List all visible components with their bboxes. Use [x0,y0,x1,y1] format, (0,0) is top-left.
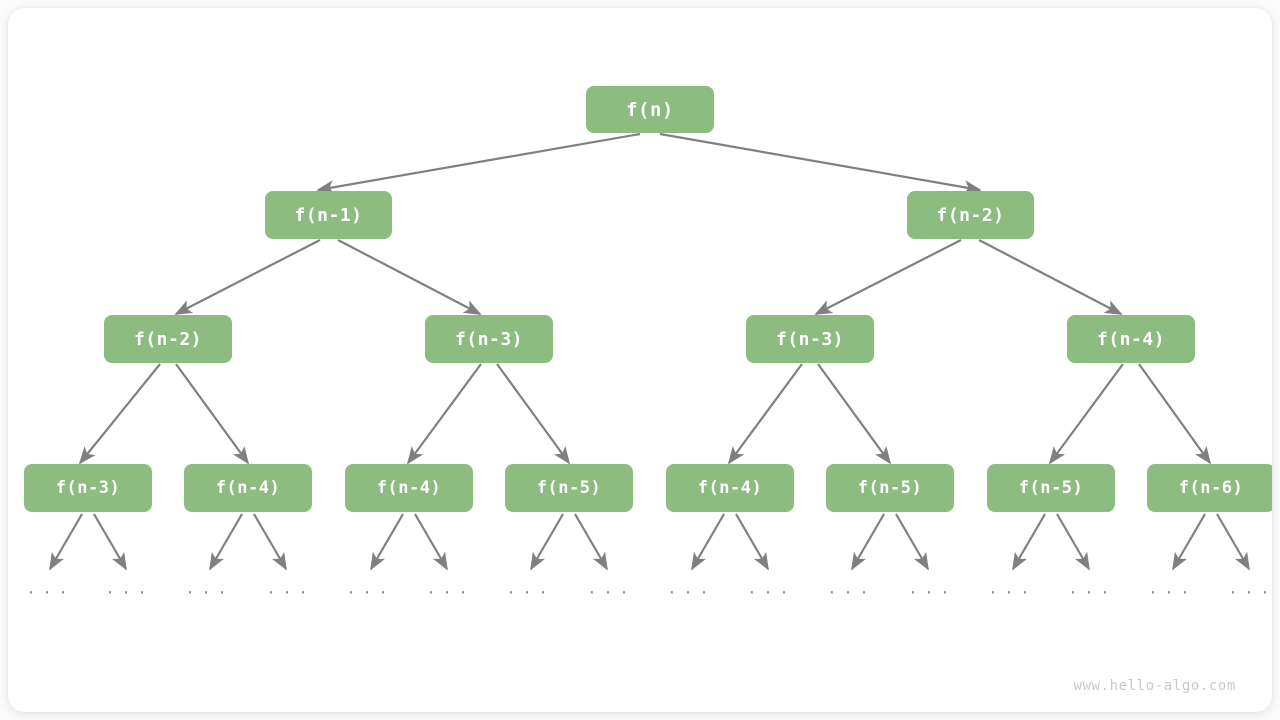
tree-node[interactable]: f(n-4) [345,464,473,512]
tree-node[interactable]: f(n) [586,86,714,133]
tree-edge [1216,513,1250,571]
tree-edge [1138,363,1212,465]
ellipsis-marker: · · · [1229,582,1271,604]
tree-node-label: f(n-4) [697,478,763,498]
tree-node-label: f(n-3) [454,328,524,350]
tree-node-label: f(n-1) [294,204,363,226]
tree-node-label: f(n-4) [1096,328,1166,350]
tree-node[interactable]: f(n-6) [1147,464,1272,512]
tree-node-label: f(n-4) [376,478,442,498]
tree-node[interactable]: f(n-4) [666,464,794,512]
tree-edge [727,363,803,465]
ellipsis-marker: · · · [668,582,710,604]
tree-edge [530,513,564,571]
ellipsis-marker: · · · [909,582,951,604]
tree-edge [814,239,962,315]
tree-edge [735,513,769,571]
tree-edge [851,513,885,571]
tree-edge [1048,363,1124,465]
watermark-label: www.hello-algo.com [1073,678,1236,694]
tree-edge [978,239,1123,315]
tree-edge [253,513,287,571]
tree-node-label: f(n-6) [1178,478,1244,498]
tree-edge [817,363,892,465]
tree-node[interactable]: f(n-1) [265,191,392,239]
tree-edge [659,132,982,195]
tree-node[interactable]: f(n-5) [826,464,954,512]
ellipsis-marker: · · · [106,582,148,604]
tree-edge [574,513,608,571]
tree-node[interactable]: f(n-3) [24,464,152,512]
ellipsis-marker: · · · [828,582,870,604]
tree-node[interactable]: f(n-5) [505,464,633,512]
tree-edge [78,363,161,465]
ellipsis-marker: · · · [1149,582,1191,604]
ellipsis-marker: · · · [427,582,469,604]
ellipsis-marker: · · · [588,582,630,604]
tree-edge [209,513,243,571]
tree-node-label: f(n-4) [215,478,281,498]
tree-edge [174,239,321,315]
tree-edge [1172,513,1206,571]
tree-edge [1012,513,1046,571]
tree-edge [496,363,571,465]
tree-node-label: f(n-5) [857,478,923,498]
tree-node[interactable]: f(n-4) [184,464,312,512]
tree-node[interactable]: f(n-2) [907,191,1034,239]
tree-edge [895,513,929,571]
tree-node[interactable]: f(n-5) [987,464,1115,512]
tree-node-label: f(n-3) [775,328,845,350]
diagram-card: f(n) f(n-1) f(n-2) f(n-2) f(n-3) f(n-3) f(n-4)… [8,8,1272,712]
tree-edge [175,363,250,465]
ellipsis-marker: · · · [989,582,1031,604]
tree-edge [1056,513,1090,571]
ellipsis-marker: · · · [507,582,549,604]
tree-node-label: f(n) [626,98,674,121]
tree-node-label: f(n-2) [936,204,1005,226]
tree-edge [49,513,83,571]
ellipsis-marker: · · · [267,582,309,604]
tree-node[interactable]: f(n-2) [104,315,232,363]
tree-node-label: f(n-2) [133,328,203,350]
tree-node[interactable]: f(n-3) [746,315,874,363]
ellipsis-marker: · · · [186,582,228,604]
tree-edge [337,239,482,315]
tree-edge [414,513,448,571]
ellipsis-marker: · · · [347,582,389,604]
tree-node-label: f(n-5) [536,478,602,498]
ellipsis-marker: · · · [748,582,790,604]
ellipsis-marker: · · · [1069,582,1111,604]
tree-node-label: f(n-5) [1018,478,1084,498]
tree-edge [691,513,725,571]
tree-edge [316,132,641,195]
tree-edge [406,363,482,465]
tree-node[interactable]: f(n-4) [1067,315,1195,363]
tree-node-label: f(n-3) [55,478,121,498]
tree-edge [93,513,127,571]
tree-node[interactable]: f(n-3) [425,315,553,363]
tree-edge [370,513,404,571]
ellipsis-marker: · · · [27,582,69,604]
